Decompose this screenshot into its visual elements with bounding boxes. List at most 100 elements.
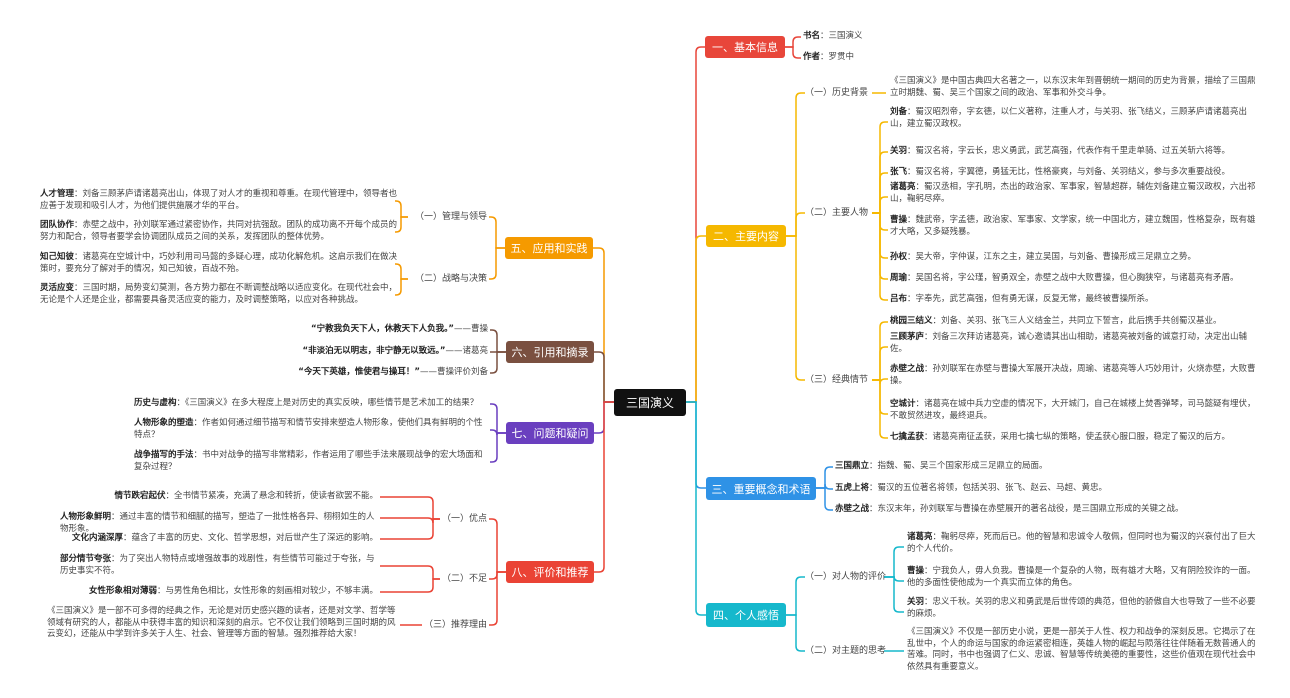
connector-line — [594, 401, 614, 573]
topic-item[interactable]: 关羽蜀汉名将，字云长，忠义勇武，武艺高强，代表作有千里走单骑、过五关斩六将等。 — [890, 146, 1260, 158]
subtopic-label[interactable]: （二）主要人物 — [805, 208, 869, 218]
topic-item[interactable]: 孙权吴大帝，字仲谋，江东之主，建立吴国，与刘备、曹操形成三足鼎立之势。 — [890, 252, 1260, 264]
topic-item[interactable]: 文化内涵深厚蕴含了丰富的历史、文化、哲学思想，对后世产生了深远的影响。 — [60, 533, 378, 545]
topic-item[interactable]: 人物形象的塑造作者如何通过细节描写和情节安排来塑造人物形象，使他们具有鲜明的个性… — [134, 418, 490, 441]
topic-item[interactable]: 人才管理刘备三顾茅庐请诸葛亮出山，体现了对人才的重视和尊重。在现代管理中，领导者… — [40, 189, 400, 212]
topic-item[interactable]: 刘备蜀汉昭烈帝，字玄德，以仁义著称，注重人才，与关羽、张飞结义，三顾茅庐请诸葛亮… — [890, 107, 1260, 130]
connector-line — [395, 200, 408, 218]
item-value: 孙刘联军在赤壁与曹操大军展开决战，周瑜、诸葛亮等人巧妙用计，火烧赤壁，大败曹操。 — [890, 364, 1256, 386]
subtopic-label[interactable]: （三）推荐理由 — [423, 620, 487, 630]
connector-line — [872, 379, 888, 439]
quote-text: “宁教我负天下人，休教天下人负我。” — [311, 324, 454, 334]
topic-item[interactable]: “今天下英雄，惟使君与操耳！”曹操评价刘备 — [190, 367, 488, 379]
topic-item[interactable]: “宁教我负天下人，休教天下人负我。”曹操 — [190, 324, 488, 336]
topic-item[interactable]: 情节跌宕起伏全书情节紧凑，充满了悬念和转折，使读者欲罢不能。 — [60, 491, 378, 503]
item-value: 为了突出人物特点或增强故事的戏剧性，有些情节可能过于夸张，与历史事实不符。 — [60, 554, 375, 576]
topic-item[interactable]: 诸葛亮鞠躬尽瘁，死而后已。他的智慧和忠诚令人敬佩，但同时也为蜀汉的兴衰付出了巨大… — [907, 532, 1262, 555]
item-key: 历史与虚构 — [134, 398, 185, 408]
topic-item[interactable]: 诸葛亮蜀汉丞相，字孔明，杰出的政治家、军事家，智慧超群，辅佐刘备建立蜀汉政权，六… — [890, 182, 1260, 205]
branch-concepts[interactable]: 三、重要概念和术语 — [706, 477, 816, 500]
branch-basic-info[interactable]: 一、基本信息 — [705, 36, 785, 58]
item-value: 魏武帝，字孟德，政治家、军事家、文学家，统一中国北方，建立魏国，性格复杂，既有雄… — [890, 215, 1256, 237]
item-value: 宁我负人，毋人负我。曹操是一个复杂的人物，既有雄才大略，又有阴险狡诈的一面。他的… — [907, 566, 1256, 588]
subtopic-label[interactable]: （二）战略与决策 — [414, 274, 487, 284]
connector-line — [395, 278, 408, 296]
topic-item[interactable]: 书名三国演义 — [803, 31, 943, 43]
item-value: 三国时期，局势变幻莫测，各方势力都在不断调整战略以适应变化。在现代社会中，无论是… — [40, 283, 398, 305]
item-value: 与男性角色相比，女性形象的刻画相对较少，不够丰满。 — [165, 586, 378, 596]
item-value: 诸葛亮南征孟获，采用七擒七纵的策略，使孟获心服口服，稳定了蜀汉的后方。 — [932, 432, 1231, 442]
topic-item[interactable]: 曹操魏武帝，字孟德，政治家、军事家、文学家，统一中国北方，建立魏国，性格复杂，既… — [890, 215, 1260, 238]
topic-item[interactable]: 曹操宁我负人，毋人负我。曹操是一个复杂的人物，既有雄才大略，又有阴险狡诈的一面。… — [907, 566, 1262, 589]
branch-quotes[interactable]: 六、引用和摘录 — [506, 341, 594, 363]
topic-item[interactable]: 三国鼎立指魏、蜀、吴三个国家形成三足鼎立的局面。 — [835, 461, 1255, 473]
topic-item[interactable]: 周瑜吴国名将，字公瑾，智勇双全，赤壁之战中大败曹操，但心胸狭窄，与诸葛亮有矛盾。 — [890, 273, 1260, 285]
topic-item[interactable]: 知己知彼诸葛亮在空城计中，巧妙利用司马懿的多疑心理，成功化解危机。这启示我们在做… — [40, 252, 400, 275]
topic-item[interactable]: 三顾茅庐刘备三次拜访诸葛亮，诚心邀请其出山相助，诸葛亮被刘备的诚意打动，决定出山… — [890, 332, 1260, 355]
connector-line — [380, 518, 440, 540]
branch-practice[interactable]: 五、应用和实践 — [505, 237, 593, 259]
item-value: 鞠躬尽瘁，死而后已。他的智慧和忠诚令人敬佩，但同时也为蜀汉的兴衰付出了巨大的个人… — [907, 532, 1256, 554]
topic-item[interactable]: 团队协作赤壁之战中，孙刘联军通过紧密协作，共同对抗强敌。团队的成功离不开每个成员… — [40, 220, 400, 243]
topic-item-text: 《三国演义》是中国古典四大名著之一，以东汉末年到晋朝统一期间的历史为背景，描绘了… — [890, 76, 1260, 99]
topic-item[interactable]: 五虎上将蜀汉的五位著名将领，包括关羽、张飞、赵云、马超、黄忠。 — [835, 483, 1255, 495]
branch-questions[interactable]: 七、问题和疑问 — [506, 422, 594, 444]
topic-item[interactable]: 灵活应变三国时期，局势变幻莫测，各方势力都在不断调整战略以适应变化。在现代社会中… — [40, 283, 400, 306]
topic-item[interactable]: 七擒孟获诸葛亮南征孟获，采用七擒七纵的策略，使孟获心服口服，稳定了蜀汉的后方。 — [890, 432, 1260, 444]
item-value: 罗贯中 — [828, 52, 855, 62]
subtopic-label[interactable]: （二）不足 — [441, 574, 487, 584]
item-value: 诸葛亮在空城计中，巧妙利用司马懿的多疑心理，成功化解危机。这启示我们在做决策时，… — [40, 252, 398, 274]
branch-main-content[interactable]: 二、主要内容 — [706, 225, 786, 247]
quote-text: “今天下英雄，惟使君与操耳！” — [298, 367, 420, 377]
topic-item-text: “宁教我负天下人，休教天下人负我。”曹操 — [311, 324, 488, 336]
topic-item-text: “今天下英雄，惟使君与操耳！”曹操评价刘备 — [298, 367, 488, 379]
connector-line — [884, 576, 904, 613]
topic-item[interactable]: 《三国演义》是中国古典四大名著之一，以东汉末年到晋朝统一期间的历史为背景，描绘了… — [890, 76, 1260, 99]
topic-item-text: 知己知彼诸葛亮在空城计中，巧妙利用司马懿的多疑心理，成功化解危机。这启示我们在做… — [40, 252, 400, 275]
connector-line — [490, 432, 506, 463]
topic-item[interactable]: 战争描写的手法书中对战争的描写非常精彩，作者运用了哪些手法来展现战争的宏大场面和… — [134, 450, 490, 473]
topic-item[interactable]: 部分情节夸张为了突出人物特点或增强故事的戏剧性，有些情节可能过于夸张，与历史事实… — [60, 554, 378, 577]
topic-item[interactable]: 《三国演义》不仅是一部历史小说，更是一部关于人性、权力和战争的深刻反思。它揭示了… — [907, 627, 1262, 673]
item-key: 三国鼎立 — [835, 461, 878, 471]
item-key: 五虎上将 — [835, 483, 878, 493]
subtopic-label[interactable]: （二）对主题的思考 — [805, 646, 887, 656]
item-value: 刘备三次拜访诸葛亮，诚心邀请其出山相助，诸葛亮被刘备的诚意打动，决定出山辅佐。 — [890, 332, 1248, 354]
item-value: 赤壁之战中，孙刘联军通过紧密协作，共同对抗强敌。团队的成功离不开每个成员的努力和… — [40, 220, 398, 242]
item-key: 诸葛亮 — [890, 182, 924, 192]
topic-item-text: 人物形象鲜明通过丰富的情节和细腻的描写，塑造了一批性格各异、栩栩如生的人物形象。 — [60, 512, 378, 535]
branch-review[interactable]: 八、评价和推荐 — [506, 561, 594, 583]
branch-personal-feelings[interactable]: 四、个人感悟 — [706, 603, 786, 627]
subtopic-label[interactable]: （一）历史背景 — [805, 88, 869, 98]
subtopic-label[interactable]: （三）经典情节 — [805, 375, 869, 385]
topic-item-text: 五虎上将蜀汉的五位著名将领，包括关羽、张飞、赵云、马超、黄忠。 — [835, 483, 1107, 495]
central-topic[interactable]: 三国演义 — [614, 389, 686, 416]
connector-line — [785, 46, 801, 59]
topic-item[interactable]: 空城计诸葛亮在城中兵力空虚的情况下，大开城门，自己在城楼上焚香弹琴，司马懿疑有埋… — [890, 399, 1260, 422]
subtopic-label[interactable]: （一）对人物的评价 — [805, 572, 887, 582]
topic-item[interactable]: 赤壁之战东汉末年，孙刘联军与曹操在赤壁展开的著名战役，是三国鼎立形成的关键之战。 — [835, 504, 1255, 516]
item-key: 七擒孟获 — [890, 432, 933, 442]
topic-item[interactable]: 人物形象鲜明通过丰富的情节和细腻的描写，塑造了一批性格各异、栩栩如生的人物形象。 — [60, 512, 378, 535]
topic-item[interactable]: 桃园三结义刘备、关羽、张飞三人义结金兰，共同立下誓言，此后携手共创蜀汉基业。 — [890, 316, 1260, 328]
topic-item[interactable]: 女性形象相对薄弱与男性角色相比，女性形象的刻画相对较少，不够丰满。 — [60, 586, 378, 598]
topic-item-text: 三国鼎立指魏、蜀、吴三个国家形成三足鼎立的局面。 — [835, 461, 1048, 473]
topic-item[interactable]: 历史与虚构《三国演义》在多大程度上是对历史的真实反映，哪些情节是艺术加工的结果？ — [134, 398, 490, 410]
topic-item[interactable]: 作者罗贯中 — [803, 52, 943, 64]
subtopic-label[interactable]: （一）优点 — [441, 514, 487, 524]
topic-item-text: 空城计诸葛亮在城中兵力空虚的情况下，大开城门，自己在城楼上焚香弹琴，司马懿疑有埋… — [890, 399, 1260, 422]
topic-item-text: 部分情节夸张为了突出人物特点或增强故事的戏剧性，有些情节可能过于夸张，与历史事实… — [60, 554, 378, 577]
topic-item[interactable]: 吕布字奉先，武艺高强，但有勇无谋，反复无常，最终被曹操所杀。 — [890, 294, 1260, 306]
item-value: 字奉先，武艺高强，但有勇无谋，反复无常，最终被曹操所杀。 — [915, 294, 1154, 304]
item-value: 指魏、蜀、吴三个国家形成三足鼎立的局面。 — [877, 461, 1048, 471]
item-key: 关羽 — [890, 146, 916, 156]
topic-item[interactable]: 张飞蜀汉名将，字翼德，勇猛无比，性格豪爽，与刘备、关羽结义，参与多次重要战役。 — [890, 167, 1260, 179]
topic-item[interactable]: 《三国演义》是一部不可多得的经典之作，无论是对历史感兴趣的读者，还是对文学、哲学… — [47, 606, 399, 641]
subtopic-label[interactable]: （一）管理与领导 — [414, 212, 487, 222]
item-key: 刘备 — [890, 107, 916, 117]
topic-item[interactable]: 赤壁之战孙刘联军在赤壁与曹操大军展开决战，周瑜、诸葛亮等人巧妙用计，火烧赤壁，大… — [890, 364, 1260, 387]
topic-item[interactable]: 关羽忠义千秋。关羽的忠义和勇武是后世传颂的典范，但他的骄傲自大也导致了一些不必要… — [907, 597, 1262, 620]
topic-item-text: 人才管理刘备三顾茅庐请诸葛亮出山，体现了对人才的重视和尊重。在现代管理中，领导者… — [40, 189, 400, 212]
topic-item[interactable]: “非淡泊无以明志，非宁静无以致远。”诸葛亮 — [190, 346, 488, 358]
